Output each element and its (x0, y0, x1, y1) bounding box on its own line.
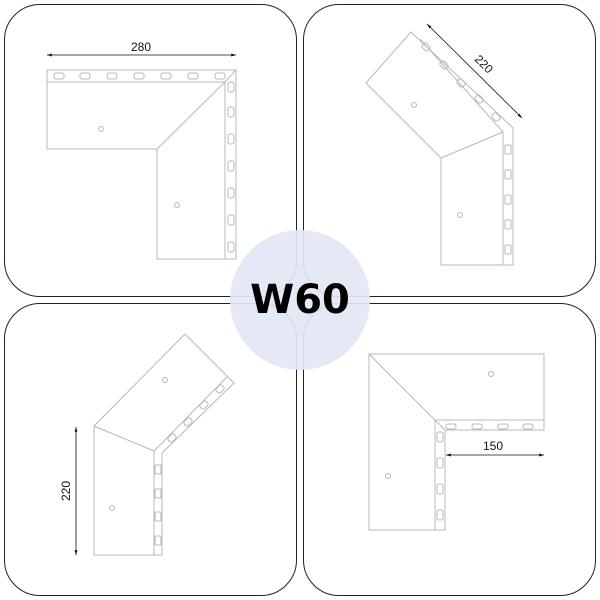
panel-top-left (4, 4, 297, 297)
drawing-bottom-right (368, 353, 545, 531)
panel-bottom-right (303, 303, 596, 596)
dimension-label-150: 150 (483, 439, 503, 453)
dimension-label-220-vertical: 220 (59, 481, 73, 501)
drawing-bottom-left (93, 333, 235, 556)
drawing-top-left (46, 69, 237, 260)
dimension-label-220-angled: 220 (472, 52, 496, 76)
model-badge: W60 (230, 230, 370, 370)
dimension-label-280: 280 (131, 40, 151, 54)
model-badge-label: W60 (250, 277, 350, 323)
